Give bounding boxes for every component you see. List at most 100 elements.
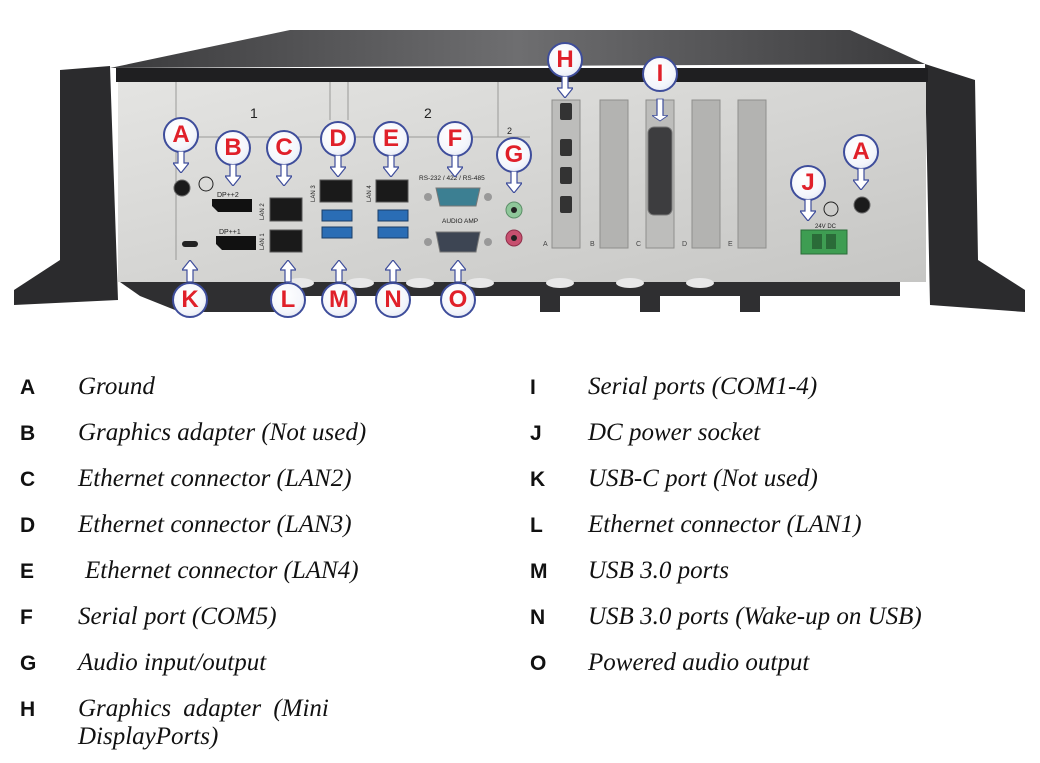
chassis-lip bbox=[116, 68, 928, 82]
callout-a-left: A bbox=[163, 117, 203, 173]
legend-description: USB-C port (Not used) bbox=[588, 465, 818, 492]
mounting-bracket bbox=[120, 282, 900, 312]
legend-description: Ethernet connector (LAN2) bbox=[78, 465, 352, 492]
callout-g: G bbox=[496, 137, 536, 193]
callout-letter: L bbox=[270, 282, 306, 318]
slot-letter-e: E bbox=[728, 241, 733, 248]
slot-label-2: 2 bbox=[424, 105, 432, 121]
legend-description: Graphics adapter (Mini DisplayPorts) bbox=[78, 695, 329, 750]
legend-letter: F bbox=[20, 606, 33, 629]
callout-f: F bbox=[437, 121, 477, 177]
expansion-slot-b bbox=[599, 99, 629, 249]
arrow-up-icon bbox=[280, 260, 296, 282]
callout-letter: E bbox=[373, 121, 409, 157]
legend-letter: C bbox=[20, 468, 36, 491]
arrow-down-icon bbox=[506, 171, 522, 193]
serial-standard-label: RS-232 / 422 / RS-485 bbox=[419, 175, 485, 182]
legend-description: Ground bbox=[78, 373, 155, 400]
chassis-left-wing bbox=[14, 66, 118, 305]
arrow-down-icon bbox=[557, 76, 573, 98]
callout-k: K bbox=[172, 260, 212, 322]
dc-voltage-label: 24V DC bbox=[815, 224, 837, 230]
legend-item-h: H Graphics adapter (Mini DisplayPorts) bbox=[20, 695, 490, 751]
callout-j: J bbox=[790, 165, 830, 221]
legend-letter: B bbox=[20, 422, 36, 445]
lan4-label: LAN 4 bbox=[367, 185, 373, 202]
callout-letter: K bbox=[172, 282, 208, 318]
arrow-down-icon bbox=[225, 164, 241, 186]
ground-screw-left bbox=[173, 179, 191, 197]
legend-letter: I bbox=[530, 376, 536, 399]
arrow-down-icon bbox=[383, 155, 399, 177]
legend-item-j: J DC power socket bbox=[530, 419, 1030, 465]
db9-audio-amp-port bbox=[435, 231, 481, 253]
usb3-n-top bbox=[377, 209, 409, 222]
slot-letter-b: B bbox=[590, 241, 595, 248]
legend-letter: D bbox=[20, 514, 36, 537]
legend-right-column: I Serial ports (COM1-4) J DC power socke… bbox=[530, 373, 1030, 695]
arrow-down-icon bbox=[330, 155, 346, 177]
legend-item-c: C Ethernet connector (LAN2) bbox=[20, 465, 490, 511]
legend-item-e: E Ethernet connector (LAN4) bbox=[20, 557, 490, 603]
legend-letter: E bbox=[20, 560, 35, 583]
callout-letter: B bbox=[215, 130, 251, 166]
legend-letter: L bbox=[530, 514, 543, 537]
legend-item-m: M USB 3.0 ports bbox=[530, 557, 1030, 603]
callout-c: C bbox=[266, 130, 306, 186]
lan1-label: LAN 1 bbox=[260, 233, 266, 250]
arrow-down-icon bbox=[853, 168, 869, 190]
legend-description: Ethernet connector (LAN3) bbox=[78, 511, 352, 538]
lan2-label: LAN 2 bbox=[260, 203, 266, 220]
legend-description: Serial ports (COM1-4) bbox=[588, 373, 818, 400]
callout-a-right: A bbox=[843, 134, 883, 190]
callout-n: N bbox=[375, 260, 415, 322]
legend-description: DC power socket bbox=[588, 419, 761, 446]
legend-description: Audio input/output bbox=[78, 649, 267, 676]
legend-item-n: N USB 3.0 ports (Wake-up on USB) bbox=[530, 603, 1030, 649]
legend-description: USB 3.0 ports (Wake-up on USB) bbox=[588, 603, 922, 630]
lan3-port bbox=[319, 179, 353, 203]
legend-letter: G bbox=[20, 652, 37, 675]
arrow-down-icon bbox=[652, 98, 668, 122]
arrow-up-icon bbox=[331, 260, 347, 282]
arrow-down-icon bbox=[276, 164, 292, 186]
chassis-top bbox=[110, 30, 925, 68]
callout-letter: N bbox=[375, 282, 411, 318]
legend-item-o: O Powered audio output bbox=[530, 649, 1030, 695]
callout-i: I bbox=[642, 56, 682, 122]
legend-item-b: B Graphics adapter (Not used) bbox=[20, 419, 490, 465]
callout-letter: A bbox=[843, 134, 879, 170]
legend-letter: A bbox=[20, 376, 36, 399]
lan2-port bbox=[269, 197, 303, 222]
mini-dp-4 bbox=[560, 196, 572, 213]
legend-item-f: F Serial port (COM5) bbox=[20, 603, 490, 649]
mini-dp-2 bbox=[560, 139, 572, 156]
legend-item-a: A Ground bbox=[20, 373, 490, 419]
mini-dp-1 bbox=[560, 103, 572, 120]
legend-item-d: D Ethernet connector (LAN3) bbox=[20, 511, 490, 557]
callout-h: H bbox=[547, 42, 587, 98]
arrow-down-icon bbox=[447, 155, 463, 177]
callout-letter: H bbox=[547, 42, 583, 78]
callout-letter: A bbox=[163, 117, 199, 153]
legend-letter: O bbox=[530, 652, 547, 675]
callout-letter: D bbox=[320, 121, 356, 157]
legend-left-column: A Ground B Graphics adapter (Not used) C… bbox=[20, 373, 490, 751]
arrow-down-icon bbox=[173, 151, 189, 173]
arrow-up-icon bbox=[450, 260, 466, 282]
expansion-slot-d bbox=[691, 99, 721, 249]
legend-item-g: G Audio input/output bbox=[20, 649, 490, 695]
slot-letter-c: C bbox=[636, 241, 641, 248]
legend-item-k: K USB-C port (Not used) bbox=[530, 465, 1030, 511]
legend-letter: M bbox=[530, 560, 548, 583]
callout-letter: J bbox=[790, 165, 826, 201]
displayport-1 bbox=[216, 236, 256, 250]
slot-letter-a: A bbox=[543, 241, 548, 248]
legend-description: Serial port (COM5) bbox=[78, 603, 277, 630]
legend-description: Ethernet connector (LAN4) bbox=[85, 557, 359, 584]
slot-label-1: 1 bbox=[250, 105, 258, 121]
ground-screw-right bbox=[853, 196, 871, 214]
legend-letter: H bbox=[20, 698, 36, 721]
legend-item-l: L Ethernet connector (LAN1) bbox=[530, 511, 1030, 557]
dc-power-connector bbox=[800, 229, 848, 255]
